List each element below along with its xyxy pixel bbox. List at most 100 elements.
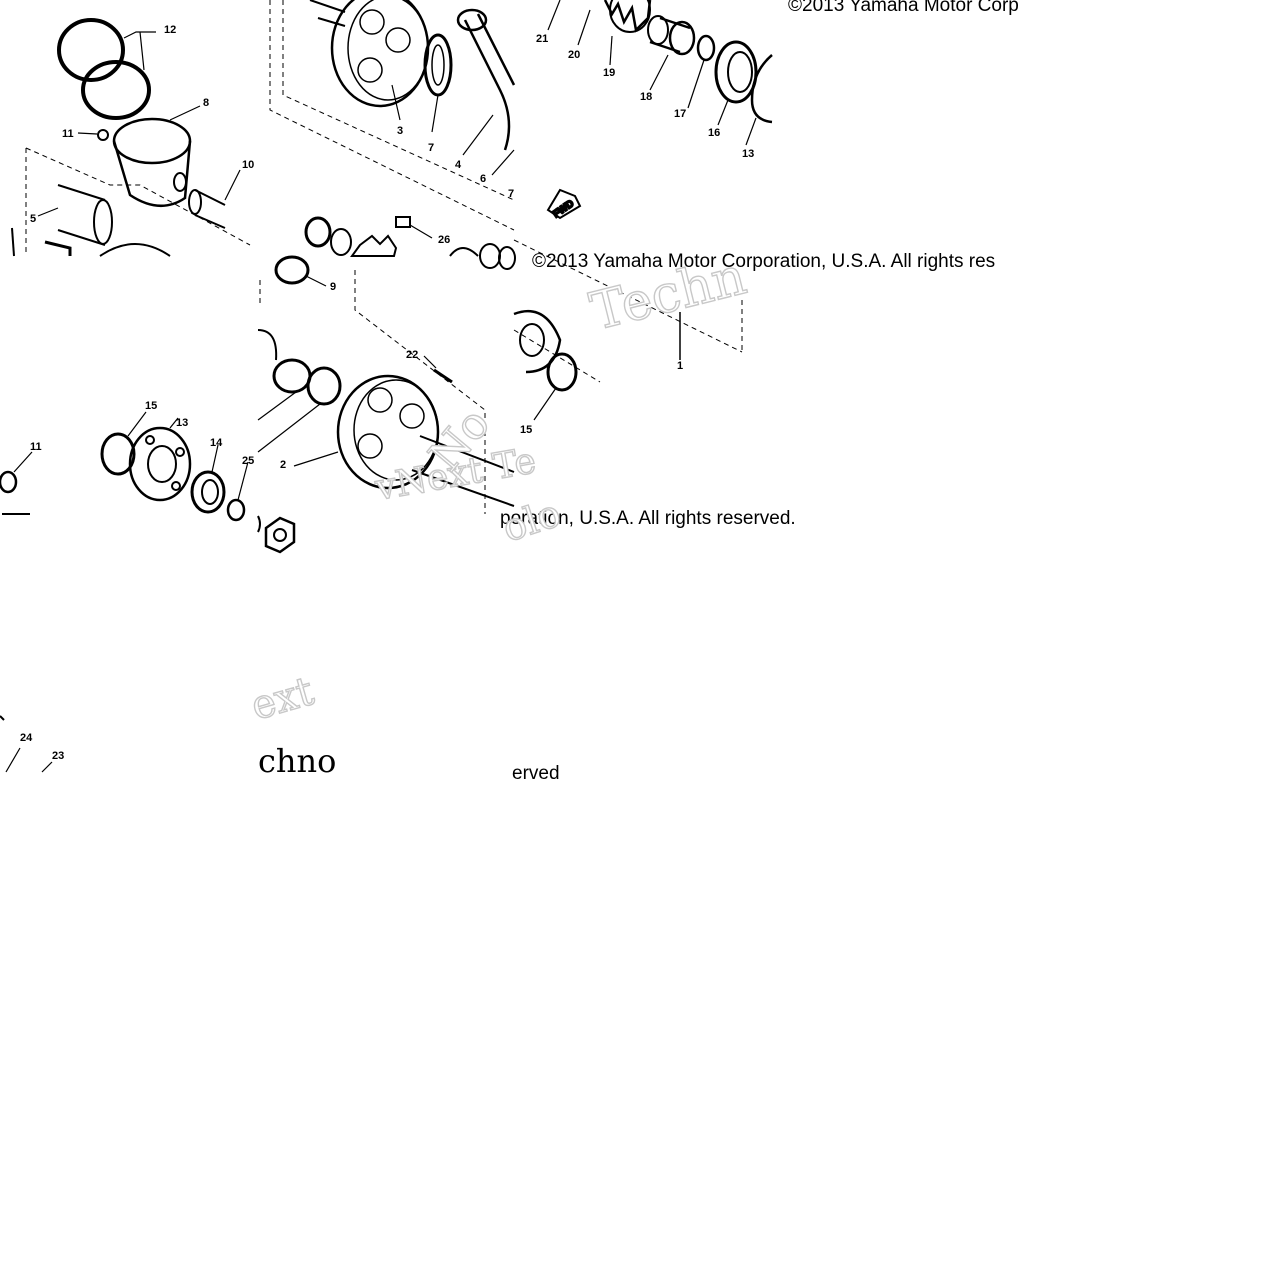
crank-hole-3 — [357, 57, 383, 83]
leader-2 — [293, 451, 339, 467]
callout-c5: 5 — [30, 213, 36, 225]
callout-c8: 8 — [203, 97, 209, 109]
tile-lower-fragment — [0, 715, 53, 773]
oil-seal-14 — [190, 470, 226, 514]
bearing-13b-inner — [147, 445, 177, 483]
callout-c10: 10 — [242, 159, 254, 171]
callout-c14: 14 — [210, 437, 223, 449]
leader-21 — [547, 0, 561, 31]
callout-c1: 1 — [677, 360, 683, 372]
crank-web-a — [99, 243, 171, 257]
leader-16 — [717, 99, 729, 126]
dash-frame-b2 — [282, 0, 515, 201]
leader-14 — [211, 444, 219, 473]
washer-15a — [546, 352, 578, 392]
leader-12 — [123, 31, 156, 39]
collar-sleeve-start — [647, 15, 669, 45]
tile-piston-group — [11, 18, 251, 257]
crank-hole-1 — [359, 9, 385, 35]
callout-c11a: 11 — [62, 128, 74, 140]
copyright-tile-2: ©2013 Yamaha Motor Corporation, U.S.A. A… — [532, 251, 995, 272]
o-ring-17 — [696, 34, 716, 62]
callout-c16: 16 — [708, 127, 720, 139]
callout-c3: 3 — [397, 125, 403, 137]
dash-frame-e2 — [354, 270, 486, 514]
oil-seal-16 — [714, 40, 758, 104]
leader-11b — [13, 451, 33, 473]
piston-pin-boss — [173, 172, 187, 192]
crank-shaft-stub — [309, 0, 346, 27]
key-26 — [395, 216, 411, 228]
oil-seal-b — [304, 216, 332, 248]
leader-8 — [169, 105, 201, 121]
fragment-g — [0, 715, 5, 721]
callout-c24: 24 — [20, 732, 33, 744]
piston-skirt — [112, 140, 192, 207]
watermark-6: olo — [497, 491, 566, 551]
thrust-washer-e — [306, 366, 342, 406]
tile-bearing-group — [0, 411, 249, 522]
leader-19 — [609, 35, 613, 66]
oil-seal-16-inner — [727, 51, 753, 93]
washer-b3 — [498, 246, 516, 270]
crank-wheel — [330, 0, 430, 108]
callout-c23: 23 — [52, 750, 64, 762]
nut-e-hole — [273, 528, 287, 542]
callout-c20: 20 — [568, 49, 580, 61]
leader-e2 — [257, 403, 321, 453]
crank-hole-2 — [385, 27, 411, 53]
callout-c18: 18 — [640, 91, 652, 103]
nut-e — [264, 516, 296, 554]
tile-shaft-group: FWD — [513, 0, 773, 360]
washer-b — [330, 228, 352, 256]
copyright-tile-1: ©2013 Yamaha Motor Corp — [788, 0, 1019, 16]
callout-c11b: 11 — [30, 441, 42, 453]
piston-pin-end — [188, 189, 202, 215]
crank-e-hole-3 — [357, 433, 383, 459]
callout-c15b: 15 — [145, 400, 157, 412]
leader-24 — [5, 747, 21, 773]
stud-a — [44, 240, 72, 256]
callout-c25: 25 — [242, 455, 254, 467]
oil-seal-14-inner — [201, 479, 219, 505]
crank-e-hole-2 — [399, 403, 425, 429]
callout-c22: 22 — [406, 349, 418, 361]
callout-c9: 9 — [330, 281, 336, 293]
bearing-cage-e — [257, 329, 278, 361]
callout-c6: 6 — [480, 173, 486, 185]
edge-e — [257, 515, 261, 533]
leader-4 — [462, 114, 494, 156]
leader-11a — [77, 132, 98, 135]
callout-labels: 1281110537467269222212019181716131151115… — [20, 24, 754, 762]
leader-12b — [139, 31, 145, 71]
leader-6 — [491, 149, 515, 176]
leader-10 — [224, 169, 241, 201]
rod-small-end — [456, 8, 488, 32]
crank-wheel-rim — [347, 0, 429, 101]
callout-c21: 21 — [536, 33, 548, 45]
copyright-tile-4: erved — [512, 763, 560, 784]
callout-c7b: 7 — [508, 188, 514, 200]
leader-15b — [127, 411, 147, 437]
leader-13b — [169, 417, 179, 429]
piston-clip — [97, 129, 109, 141]
needle-bearing-9 — [274, 255, 310, 285]
drive-gear — [603, 0, 652, 33]
crank-wheel-e-face — [353, 379, 439, 481]
thrust-washer-b — [423, 33, 453, 97]
tile-crank-group — [269, 0, 516, 270]
leader-3 — [391, 84, 401, 121]
needle-bearing-e — [272, 358, 312, 394]
small-end-bearing-end — [93, 199, 113, 245]
main-bearing-f — [513, 309, 562, 374]
callout-c13b: 13 — [176, 417, 188, 429]
leader-e1 — [257, 391, 297, 421]
leader-7a — [431, 94, 439, 133]
watermark-4: chno — [258, 742, 336, 780]
leader-26 — [409, 224, 433, 239]
drive-gear-body — [609, 0, 651, 33]
bearing-ball-1 — [145, 435, 155, 445]
bearing-ball-2 — [175, 447, 185, 457]
leader-25 — [237, 461, 249, 501]
